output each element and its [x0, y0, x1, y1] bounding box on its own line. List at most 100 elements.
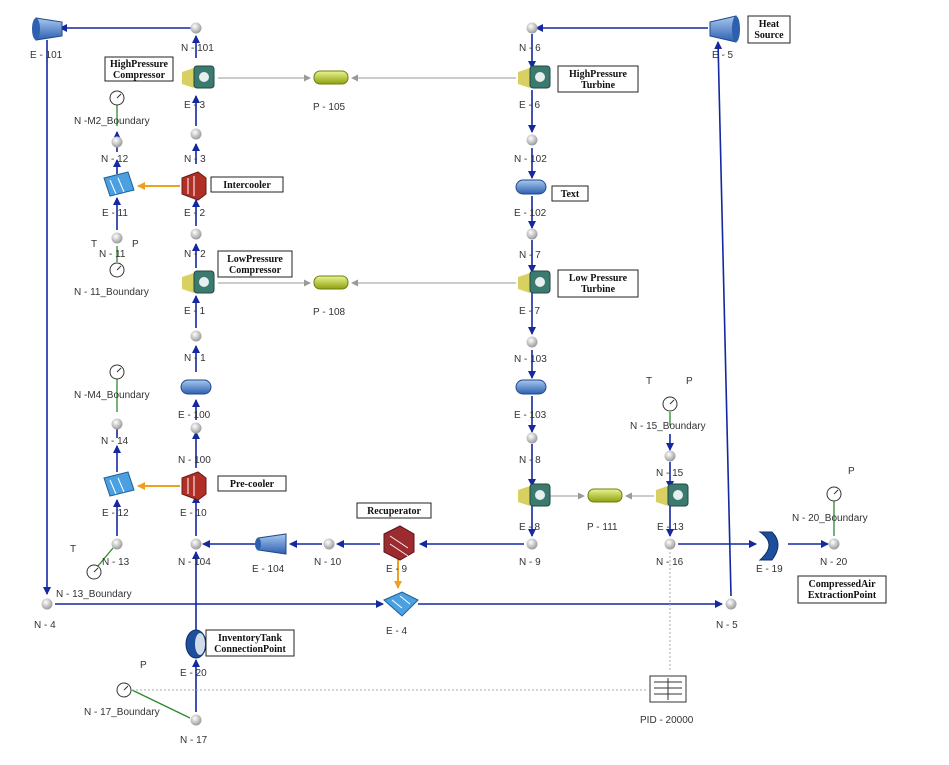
gauge-icon[interactable]: [116, 682, 132, 698]
signal-line: [131, 689, 191, 719]
label-line: Heat: [759, 19, 780, 30]
node-n20[interactable]: [828, 538, 840, 550]
shaft-pipe-icon[interactable]: [313, 70, 349, 85]
node-n7[interactable]: [526, 228, 538, 240]
element-label: E - 3: [184, 100, 206, 111]
sensor-letter: P: [686, 376, 693, 387]
gauge-icon[interactable]: [662, 396, 678, 412]
shaft-pipe-icon[interactable]: [587, 488, 623, 503]
node-label: N - 1: [184, 353, 206, 364]
intercooler-icon[interactable]: [181, 171, 207, 201]
node-label: N - 15: [656, 468, 684, 479]
gauge-icon[interactable]: [86, 564, 102, 580]
label-recuperator: Recuperator: [356, 502, 432, 519]
node-label: N - 3: [184, 154, 206, 165]
node-n9[interactable]: [526, 538, 538, 550]
gauge-icon[interactable]: [826, 486, 842, 502]
node-label: N - 101: [181, 43, 214, 54]
node-n103[interactable]: [526, 336, 538, 348]
air-extraction-icon[interactable]: [758, 531, 779, 561]
exchanger-e4-icon[interactable]: [383, 591, 419, 617]
element-label: E - 1: [184, 306, 206, 317]
hp-compressor-icon[interactable]: [182, 65, 215, 89]
sensor-letter: T: [646, 376, 652, 387]
node-n10[interactable]: [323, 538, 335, 550]
hp-turbine-icon[interactable]: [518, 65, 551, 89]
node-n100[interactable]: [190, 422, 202, 434]
node-label: N - 4: [34, 620, 56, 631]
node-label: N - 102: [514, 154, 547, 165]
node-n104[interactable]: [190, 538, 202, 550]
label-line: LowPressure: [227, 254, 283, 265]
element-label: E - 9: [386, 564, 408, 575]
node-n102[interactable]: [526, 134, 538, 146]
gauge-icon[interactable]: [109, 262, 125, 278]
lp-turbine-icon[interactable]: [518, 270, 551, 294]
node-label: N - 12: [101, 154, 129, 165]
element-label: E - 2: [184, 208, 206, 219]
node-n4[interactable]: [41, 598, 53, 610]
node-n11[interactable]: [111, 232, 123, 244]
node-n12[interactable]: [111, 136, 123, 148]
node-label: N - 14: [101, 436, 129, 447]
element-label: E - 104: [252, 564, 285, 575]
node-label: N - 17: [180, 735, 208, 746]
signal-line: [97, 547, 114, 567]
duct-e104-icon[interactable]: [255, 533, 287, 555]
node-label: N - 20: [820, 557, 848, 568]
label-inventory-tank: InventoryTank ConnectionPoint: [205, 629, 295, 657]
node-label: N - 13: [102, 557, 130, 568]
duct-e102-icon[interactable]: [515, 179, 547, 195]
node-n6[interactable]: [526, 22, 538, 34]
exchanger-e12-icon[interactable]: [103, 471, 135, 497]
recuperator-icon[interactable]: [383, 525, 415, 561]
inventory-tank-icon[interactable]: [185, 629, 207, 659]
shaft-pipe-icon[interactable]: [313, 275, 349, 290]
turbine-e8-icon[interactable]: [518, 483, 551, 507]
exchanger-e11-icon[interactable]: [103, 171, 135, 197]
duct-e100-icon[interactable]: [180, 379, 212, 395]
label-line: CompressedAir: [808, 579, 876, 590]
node-n13[interactable]: [111, 538, 123, 550]
element-label: E - 103: [514, 410, 547, 421]
gauge-icon[interactable]: [109, 90, 125, 106]
node-n3[interactable]: [190, 128, 202, 140]
lp-compressor-icon[interactable]: [182, 270, 215, 294]
node-n5[interactable]: [725, 598, 737, 610]
node-n14[interactable]: [111, 418, 123, 430]
shaft-pipes: [313, 70, 623, 503]
label-line: Low Pressure: [569, 273, 628, 284]
duct-e103-icon[interactable]: [515, 379, 547, 395]
label-line: InventoryTank: [218, 633, 283, 644]
pid-controller-icon[interactable]: [649, 675, 687, 703]
node-n16[interactable]: [664, 538, 676, 550]
node-n17[interactable]: [190, 714, 202, 726]
label-precooler: Pre-cooler: [217, 475, 287, 492]
node-n1[interactable]: [190, 330, 202, 342]
node-n2[interactable]: [190, 228, 202, 240]
label-line: HighPressure: [110, 59, 169, 70]
element-label: E - 100: [178, 410, 211, 421]
boundary-label: N - 20_Boundary: [792, 513, 868, 524]
node-label: N - 11: [99, 249, 126, 260]
node-n8[interactable]: [526, 432, 538, 444]
label-line: ExtractionPoint: [808, 590, 877, 601]
precooler-icon[interactable]: [181, 471, 207, 501]
shaft-label: P - 105: [313, 102, 345, 113]
element-label: E - 6: [519, 100, 541, 111]
duct-e101-icon[interactable]: [32, 17, 63, 41]
node-label: N - 5: [716, 620, 738, 631]
compressor-e13-icon[interactable]: [656, 483, 689, 507]
node-n101[interactable]: [190, 22, 202, 34]
boundary-label: N -M2_Boundary: [74, 116, 150, 127]
element-label: E - 13: [657, 522, 684, 533]
node-n15[interactable]: [664, 450, 676, 462]
gauge-icon[interactable]: [109, 364, 125, 380]
label-lp-compressor: LowPressure Compressor: [217, 250, 293, 278]
element-label: E - 11: [102, 208, 128, 219]
label-text: Text: [551, 185, 589, 202]
duct-heat-source-icon[interactable]: [709, 15, 740, 43]
label-line: Source: [754, 30, 784, 41]
element-label: E - 5: [712, 50, 734, 61]
